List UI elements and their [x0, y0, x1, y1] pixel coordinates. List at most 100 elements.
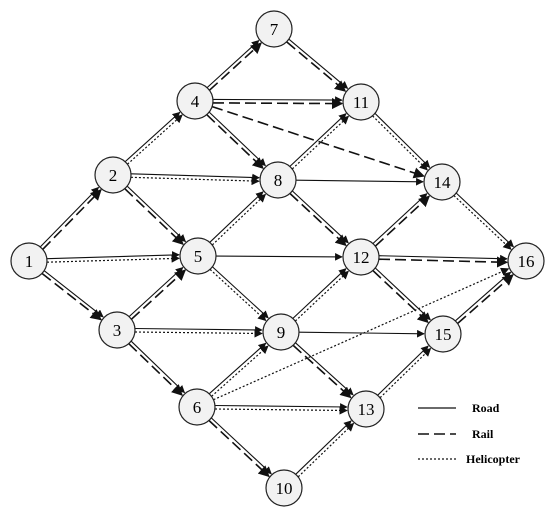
edge-8-12-road — [292, 190, 349, 244]
node-label-13: 13 — [358, 400, 375, 419]
node-circle-11 — [342, 83, 380, 121]
legend: Road Rail Helicopter — [418, 401, 521, 466]
edge-2-8-heli — [130, 176, 260, 186]
node-1: 1 — [10, 242, 48, 280]
node-circle-15 — [424, 315, 462, 353]
edge-9-12-heli — [294, 270, 349, 322]
edge-4-11-road — [212, 96, 343, 104]
edge-1-3-rail — [41, 272, 102, 321]
node-label-7: 7 — [270, 20, 279, 39]
edge-4-7-road — [206, 39, 260, 89]
edge-13-15-road — [377, 345, 429, 396]
edge-6-10-road — [211, 417, 272, 475]
edge-4-14-rail — [211, 105, 425, 179]
node-label-2: 2 — [109, 166, 118, 185]
edge-14-16-road — [455, 192, 514, 248]
edge-5-9-heli — [209, 268, 267, 322]
node-circle-3 — [98, 311, 136, 349]
edge-2-4-heli — [127, 114, 183, 165]
edge-9-13-rail — [292, 344, 352, 399]
edge-5-9-road — [212, 266, 269, 319]
node-circle-4 — [176, 82, 214, 120]
node-label-10: 10 — [276, 479, 293, 498]
node-circle-14 — [423, 163, 461, 201]
edge-1-3-road — [43, 270, 104, 318]
edge-6-13-heli — [214, 406, 348, 415]
node-5: 5 — [179, 237, 217, 275]
edge-2-4-road — [124, 111, 181, 163]
node-label-6: 6 — [193, 398, 202, 417]
edge-7-11-rail — [286, 41, 347, 92]
node-label-14: 14 — [434, 173, 452, 192]
node-15: 15 — [424, 315, 462, 353]
node-circle-1 — [10, 242, 48, 280]
edge-9-15-road — [298, 329, 425, 338]
edge-2-5-rail — [124, 188, 184, 245]
edge-15-16-rail — [457, 274, 514, 325]
node-13: 13 — [347, 390, 385, 428]
edge-3-5-road — [128, 266, 184, 318]
edge-4-7-rail — [208, 42, 262, 91]
edge-6-13-road — [214, 403, 348, 411]
edge-2-8-road — [130, 173, 260, 182]
edge-5-12-road — [215, 253, 343, 261]
node-label-5: 5 — [194, 247, 203, 266]
edge-3-9-heli — [134, 329, 263, 338]
node-label-4: 4 — [191, 92, 200, 111]
node-8: 8 — [259, 161, 297, 199]
node-label-11: 11 — [353, 93, 369, 112]
edge-11-14-road — [374, 113, 431, 168]
edge-8-11-road — [289, 113, 347, 167]
node-14: 14 — [423, 163, 461, 201]
edges-layer — [39, 38, 514, 478]
edge-12-14-rail — [374, 195, 431, 247]
node-label-8: 8 — [274, 171, 283, 190]
edge-12-14-road — [372, 193, 428, 244]
edge-3-5-rail — [130, 269, 187, 320]
node-circle-7 — [255, 10, 293, 48]
node-circle-12 — [342, 238, 380, 276]
node-circle-2 — [94, 156, 132, 194]
legend-heli-label: Helicopter — [466, 452, 521, 466]
edge-8-12-rail — [289, 192, 347, 247]
node-7: 7 — [255, 10, 293, 48]
edge-6-10-rail — [208, 419, 270, 478]
node-label-15: 15 — [435, 325, 452, 344]
node-label-9: 9 — [277, 323, 286, 342]
edge-10-13-heli — [297, 422, 355, 478]
node-12: 12 — [342, 238, 380, 276]
edge-12-15-rail — [372, 270, 429, 324]
edge-6-9-heli — [211, 345, 269, 397]
node-label-1: 1 — [25, 252, 34, 271]
edge-3-9-road — [134, 326, 263, 334]
edge-12-16-road — [378, 254, 508, 263]
node-circle-8 — [259, 161, 297, 199]
edge-14-16-heli — [453, 195, 512, 250]
edge-4-8-road — [208, 111, 266, 167]
node-label-12: 12 — [353, 248, 370, 267]
node-circle-9 — [262, 313, 300, 351]
node-circle-6 — [178, 388, 216, 426]
edge-1-5-road — [46, 251, 180, 260]
edge-9-13-road — [295, 342, 354, 396]
edge-3-6-rail — [128, 343, 183, 396]
edge-6-16-heli — [213, 267, 510, 401]
edge-5-8-road — [209, 191, 264, 243]
edge-11-14-heli — [372, 115, 428, 171]
edge-7-11-road — [288, 38, 349, 89]
node-label-3: 3 — [113, 321, 122, 340]
node-3: 3 — [98, 311, 136, 349]
legend-road-label: Road — [472, 401, 500, 415]
node-11: 11 — [342, 83, 380, 121]
edge-4-11-rail — [212, 97, 344, 110]
edge-8-11-heli — [291, 115, 350, 170]
node-6: 6 — [178, 388, 216, 426]
node-circle-16 — [507, 242, 545, 280]
node-4: 4 — [176, 82, 214, 120]
node-label-16: 16 — [518, 252, 535, 271]
node-2: 2 — [94, 156, 132, 194]
edge-10-13-road — [295, 420, 352, 475]
